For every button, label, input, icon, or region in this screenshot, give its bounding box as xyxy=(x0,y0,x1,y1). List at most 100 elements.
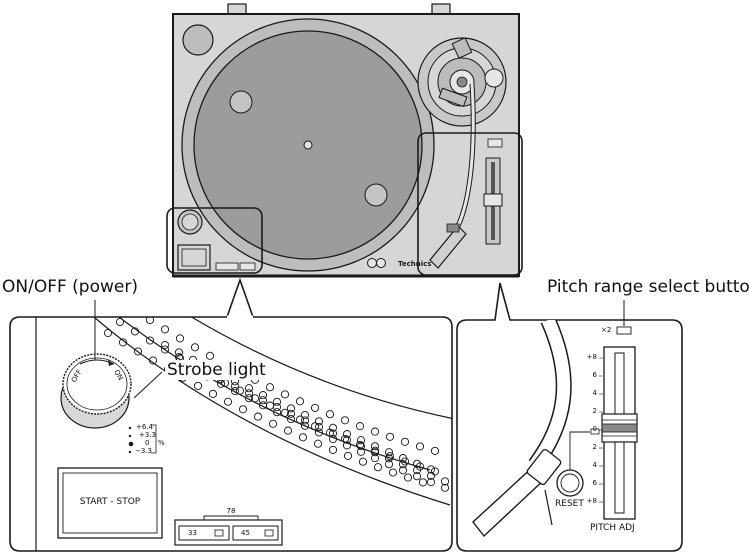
strobe-dot xyxy=(223,397,233,406)
strobe-dot xyxy=(205,351,215,360)
strobe-dot xyxy=(160,325,170,334)
pitch-readout-minus33: −3.3 xyxy=(135,447,152,455)
strobe-dot xyxy=(238,405,248,414)
strobe-dot xyxy=(244,389,254,398)
strobe-dot xyxy=(440,477,450,486)
strobe-dot xyxy=(130,327,140,336)
strobe-dot xyxy=(300,410,310,420)
strobe-dot xyxy=(426,465,436,474)
platter-hole-1 xyxy=(229,90,253,114)
strobe-dot xyxy=(370,454,380,463)
strobe-dot xyxy=(314,422,324,432)
speed-45-button xyxy=(232,525,279,541)
strobe-dot xyxy=(148,356,158,365)
strobe-dot xyxy=(398,454,408,463)
strobe-dot xyxy=(216,379,226,388)
strobe-dot xyxy=(356,447,366,456)
strobe-dot xyxy=(426,471,436,480)
strobe-dot xyxy=(412,472,422,481)
strobe-dot xyxy=(244,394,254,403)
strobe-dot xyxy=(310,403,320,412)
strobe-dot xyxy=(272,403,282,412)
scale-2-bottom: 2 xyxy=(592,443,597,451)
strobe-dot xyxy=(208,389,218,398)
strobe-dot xyxy=(265,383,275,392)
strobe-dot xyxy=(300,416,310,425)
strobe-dot xyxy=(310,422,320,431)
strobe-dot xyxy=(174,348,184,357)
speed-78-label: 78 xyxy=(226,507,236,515)
headshell xyxy=(429,225,467,269)
pitch-range-button xyxy=(616,326,632,335)
scale-plus8-top: +8 xyxy=(586,353,597,361)
strobe-dot xyxy=(370,427,380,436)
strobe-dot xyxy=(145,336,155,345)
strobe-dot xyxy=(403,473,413,482)
strobe-dot xyxy=(412,459,422,468)
platter-hole-2 xyxy=(364,183,388,207)
strobe-dot xyxy=(268,419,278,428)
strobe-dot xyxy=(115,317,125,327)
strobe-dot xyxy=(230,387,240,396)
strobe-dot xyxy=(118,338,128,347)
scale-6-bottom: 6 xyxy=(592,479,597,487)
strobe-dot xyxy=(145,317,155,325)
strobe-dot xyxy=(250,394,260,403)
turntable-top-view: Technics xyxy=(166,3,523,278)
strobe-dot xyxy=(244,384,254,393)
strobe-dot xyxy=(430,446,440,455)
pitch-adj-label: PITCH ADJ xyxy=(590,523,635,533)
strobe-dot xyxy=(286,409,296,418)
strobe-dot xyxy=(384,448,394,457)
scale-2-top: 2 xyxy=(592,407,597,415)
scale-plus8-bottom: +8 xyxy=(586,497,597,505)
strobe-dot xyxy=(356,442,366,451)
strobe-dot xyxy=(398,460,408,469)
jack-2 xyxy=(376,258,386,268)
strobe-dot xyxy=(280,390,290,399)
strobe-dot xyxy=(280,408,290,417)
strobe-dot xyxy=(258,401,268,410)
strobe-dot xyxy=(356,436,366,445)
strobe-dot xyxy=(272,397,282,406)
scale-4-top: 4 xyxy=(592,389,597,397)
strobe-label: Strobe light xyxy=(165,360,268,380)
strobe-dot xyxy=(384,454,394,463)
reset-label: RESET xyxy=(555,499,584,509)
strobe-dot xyxy=(286,404,296,413)
strobe-dot xyxy=(272,408,282,417)
left-detail-panel xyxy=(9,277,453,552)
strobe-dot xyxy=(286,415,296,424)
strobe-dot xyxy=(325,410,335,419)
strobe-dot xyxy=(415,442,425,451)
strobe-dot xyxy=(295,397,305,406)
strobe-dot xyxy=(440,483,450,492)
tonearm xyxy=(429,83,476,269)
strobe-dot xyxy=(343,451,353,460)
strobe-dot xyxy=(258,391,268,400)
tonearm-base xyxy=(417,37,507,127)
strobe-dot xyxy=(370,448,380,457)
strobe-dot xyxy=(355,422,365,431)
speed-45-label: 45 xyxy=(241,529,250,537)
strobe-dot xyxy=(175,334,185,343)
scale-4-bottom: 4 xyxy=(592,461,597,469)
pitch-readout-plus64: +6.4 xyxy=(136,423,153,431)
strobe-dot xyxy=(426,478,436,487)
strobe-dot xyxy=(342,430,352,439)
jack-1 xyxy=(367,258,377,268)
strobe-dot xyxy=(358,457,368,466)
strobe-dot xyxy=(400,437,410,446)
strobe-dot xyxy=(313,439,323,448)
strobe-dot xyxy=(314,428,324,437)
strobe-dot xyxy=(370,442,380,451)
strobe-dot xyxy=(398,466,408,475)
brand-logo: Technics xyxy=(398,260,431,268)
strobe-dot xyxy=(373,463,383,472)
strobe-dot xyxy=(340,416,350,425)
strobe-dot xyxy=(328,429,338,438)
strobe-leader xyxy=(133,371,163,399)
strobe-dot xyxy=(193,381,203,390)
